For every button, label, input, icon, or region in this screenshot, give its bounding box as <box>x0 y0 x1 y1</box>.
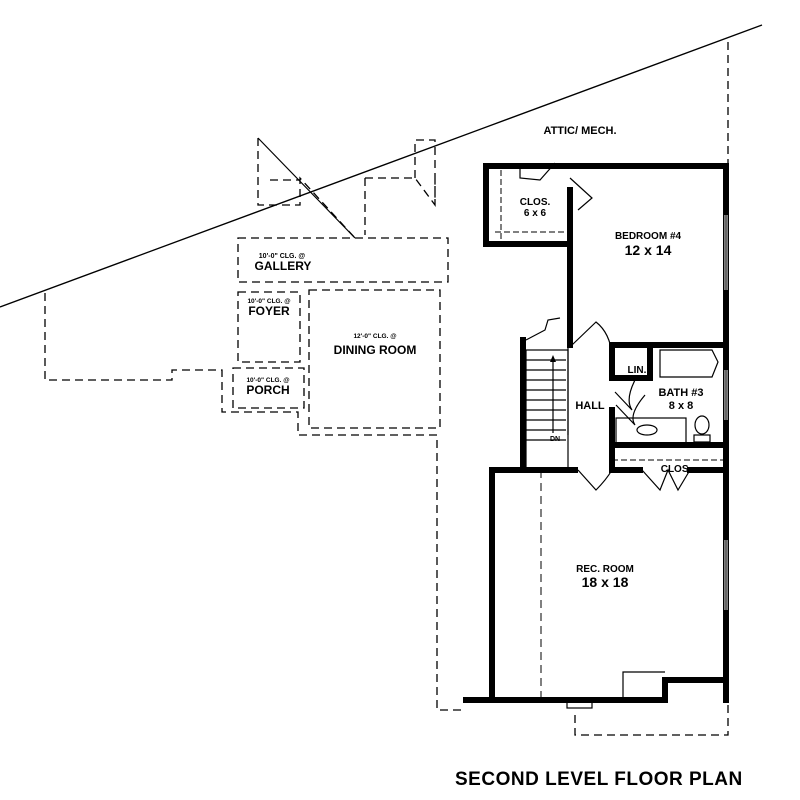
attic-label: ATTIC/ MECH. <box>543 125 616 137</box>
bath-walls <box>609 342 653 473</box>
rec-room-size: 18 x 18 <box>582 574 629 590</box>
rec-door <box>577 469 613 491</box>
foyer-outline <box>237 291 301 363</box>
closet1-label: CLOS. <box>520 197 551 208</box>
bath-door <box>615 394 646 426</box>
plan-title: SECOND LEVEL FLOOR PLAN <box>455 769 743 790</box>
rec-room-label: REC. ROOM <box>576 564 634 575</box>
outer-wall-top-right <box>483 163 729 703</box>
toilet-tank <box>693 434 711 443</box>
dormer-left <box>257 138 356 239</box>
bath3-size: 8 x 8 <box>669 400 693 412</box>
bedroom4-label: BEDROOM #4 <box>615 231 682 242</box>
stair-arrow-icon <box>550 355 556 362</box>
staircase <box>525 317 569 471</box>
bath3-label: BATH #3 <box>658 387 703 399</box>
closet1-size: 6 x 6 <box>524 208 547 219</box>
vanity <box>615 417 687 444</box>
sink <box>636 424 658 436</box>
bathtub <box>659 349 719 378</box>
dining-label: DINING ROOM <box>334 343 417 357</box>
porch-label: PORCH <box>246 383 289 397</box>
roof-line <box>0 24 763 308</box>
bedroom4-size: 12 x 14 <box>625 242 672 258</box>
porch-ceiling: 10'-0" CLG. @ <box>246 377 289 384</box>
closet2-label: CLOS. <box>661 464 692 475</box>
foyer-label: FOYER <box>248 304 290 318</box>
closet-bifold-doors <box>641 468 691 492</box>
toilet <box>694 415 710 435</box>
rec-step <box>566 699 593 709</box>
dormer-left-ridge <box>257 137 356 239</box>
dining-ceiling: 12'-0" CLG. @ <box>353 333 396 340</box>
hall-label: HALL <box>575 400 605 412</box>
dormer-right <box>364 139 436 235</box>
gallery-label: GALLERY <box>255 259 312 273</box>
closet-doors <box>519 162 593 211</box>
linen-door <box>614 379 636 411</box>
stairs-down-label: DN <box>550 436 560 443</box>
bedroom-door <box>571 321 613 356</box>
porch-outline <box>232 367 305 409</box>
lower-level-outline-right <box>574 42 729 736</box>
gallery-outline <box>237 237 449 283</box>
rec-bump <box>622 671 665 700</box>
lower-level-outline-left <box>44 293 466 711</box>
gallery-ceiling: 10'-0" CLG. @ <box>259 253 306 260</box>
rec-room-south-wall <box>463 677 729 703</box>
foyer-ceiling: 10'-0" CLG. @ <box>247 298 290 305</box>
closet-wall <box>483 163 573 247</box>
linen-label: LIN. <box>628 365 647 376</box>
closet-walls <box>609 442 729 473</box>
rec-room-walls <box>489 467 578 703</box>
dining-outline <box>308 289 441 429</box>
